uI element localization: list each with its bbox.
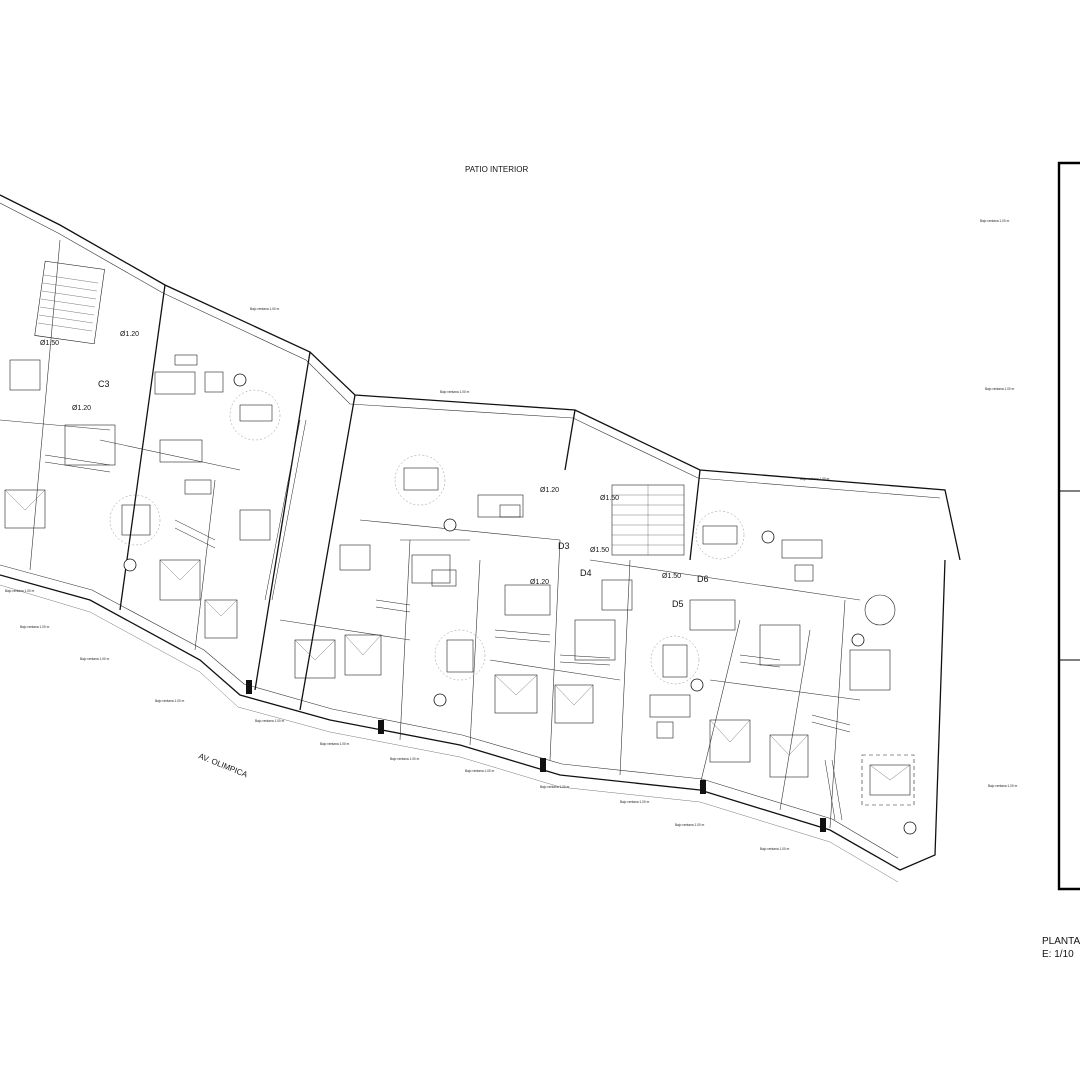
turning-mark: Ø1.50 — [590, 547, 609, 554]
window-note: Bajo ventana 1.00 m — [5, 589, 35, 593]
window-note: Bajo ventana 1.00 m — [80, 657, 110, 661]
turning-mark: Ø1.50 — [600, 495, 619, 502]
window-note: Bajo ventana 1.00 m — [985, 387, 1015, 391]
unit-tag-d4: D4 — [580, 568, 592, 578]
window-annotations: Bajo ventana 1.00 m Bajo ventana 1.00 m … — [5, 219, 1018, 851]
dining-sets — [109, 389, 896, 685]
turning-mark: Ø1.20 — [540, 487, 559, 494]
bathrooms — [9, 359, 891, 691]
unit-tag-d6: D6 — [697, 574, 709, 584]
window-note: Bajo ventana 1.00 m — [255, 719, 285, 723]
window-note: Bajo ventana 1.00 m — [320, 742, 350, 746]
stair-core-west — [34, 260, 105, 345]
title-block: PLANTA E: 1/10 — [1042, 935, 1080, 961]
plan-title: PLANTA — [1042, 936, 1080, 947]
sheet-frame — [1057, 161, 1080, 891]
window-note: Bajo ventana 1.00 m — [980, 219, 1010, 223]
living-sets — [154, 354, 823, 739]
building-outline — [0, 194, 961, 883]
window-note: Bajo ventana 1.00 m — [988, 784, 1018, 788]
turning-mark: Ø1.20 — [530, 579, 549, 586]
window-note: Bajo ventana 1.00 m — [440, 390, 470, 394]
turning-mark: Ø1.20 — [120, 331, 139, 338]
unit-tag-d3: D3 — [558, 541, 570, 551]
patio-label: PATIO INTERIOR — [465, 165, 528, 174]
plan-scale: E: 1/10 — [1042, 949, 1074, 960]
window-note: Bajo ventana 1.00 m — [390, 757, 420, 761]
unit-tag-d5: D5 — [672, 599, 684, 609]
window-note: Bajo ventana 1.00 m — [540, 785, 570, 789]
window-note: Bajo ventana 1.00 m — [20, 625, 50, 629]
plant-symbols — [123, 373, 917, 835]
partition-walls — [0, 239, 861, 829]
turning-mark: Ø1.50 — [662, 573, 681, 580]
street-label: AV. OLIMPICA — [197, 752, 249, 780]
window-note: Bajo ventana 1.00 m — [155, 699, 185, 703]
window-note: Bajo ventana 1.00 m — [800, 477, 830, 481]
stair-core-center — [611, 484, 685, 556]
window-note: Bajo ventana 1.00 m — [760, 847, 790, 851]
window-note: Bajo ventana 1.00 m — [250, 307, 280, 311]
bedrooms — [4, 489, 915, 806]
window-note: Bajo ventana 1.00 m — [675, 823, 705, 827]
wardrobes — [44, 419, 851, 821]
window-note: Bajo ventana 1.00 m — [620, 800, 650, 804]
window-note: Bajo ventana 1.00 m — [465, 769, 495, 773]
columns — [246, 680, 826, 832]
turning-mark: Ø1.20 — [72, 405, 91, 412]
turning-mark: Ø1.50 — [40, 340, 59, 347]
unit-tag-c3: C3 — [98, 379, 110, 389]
